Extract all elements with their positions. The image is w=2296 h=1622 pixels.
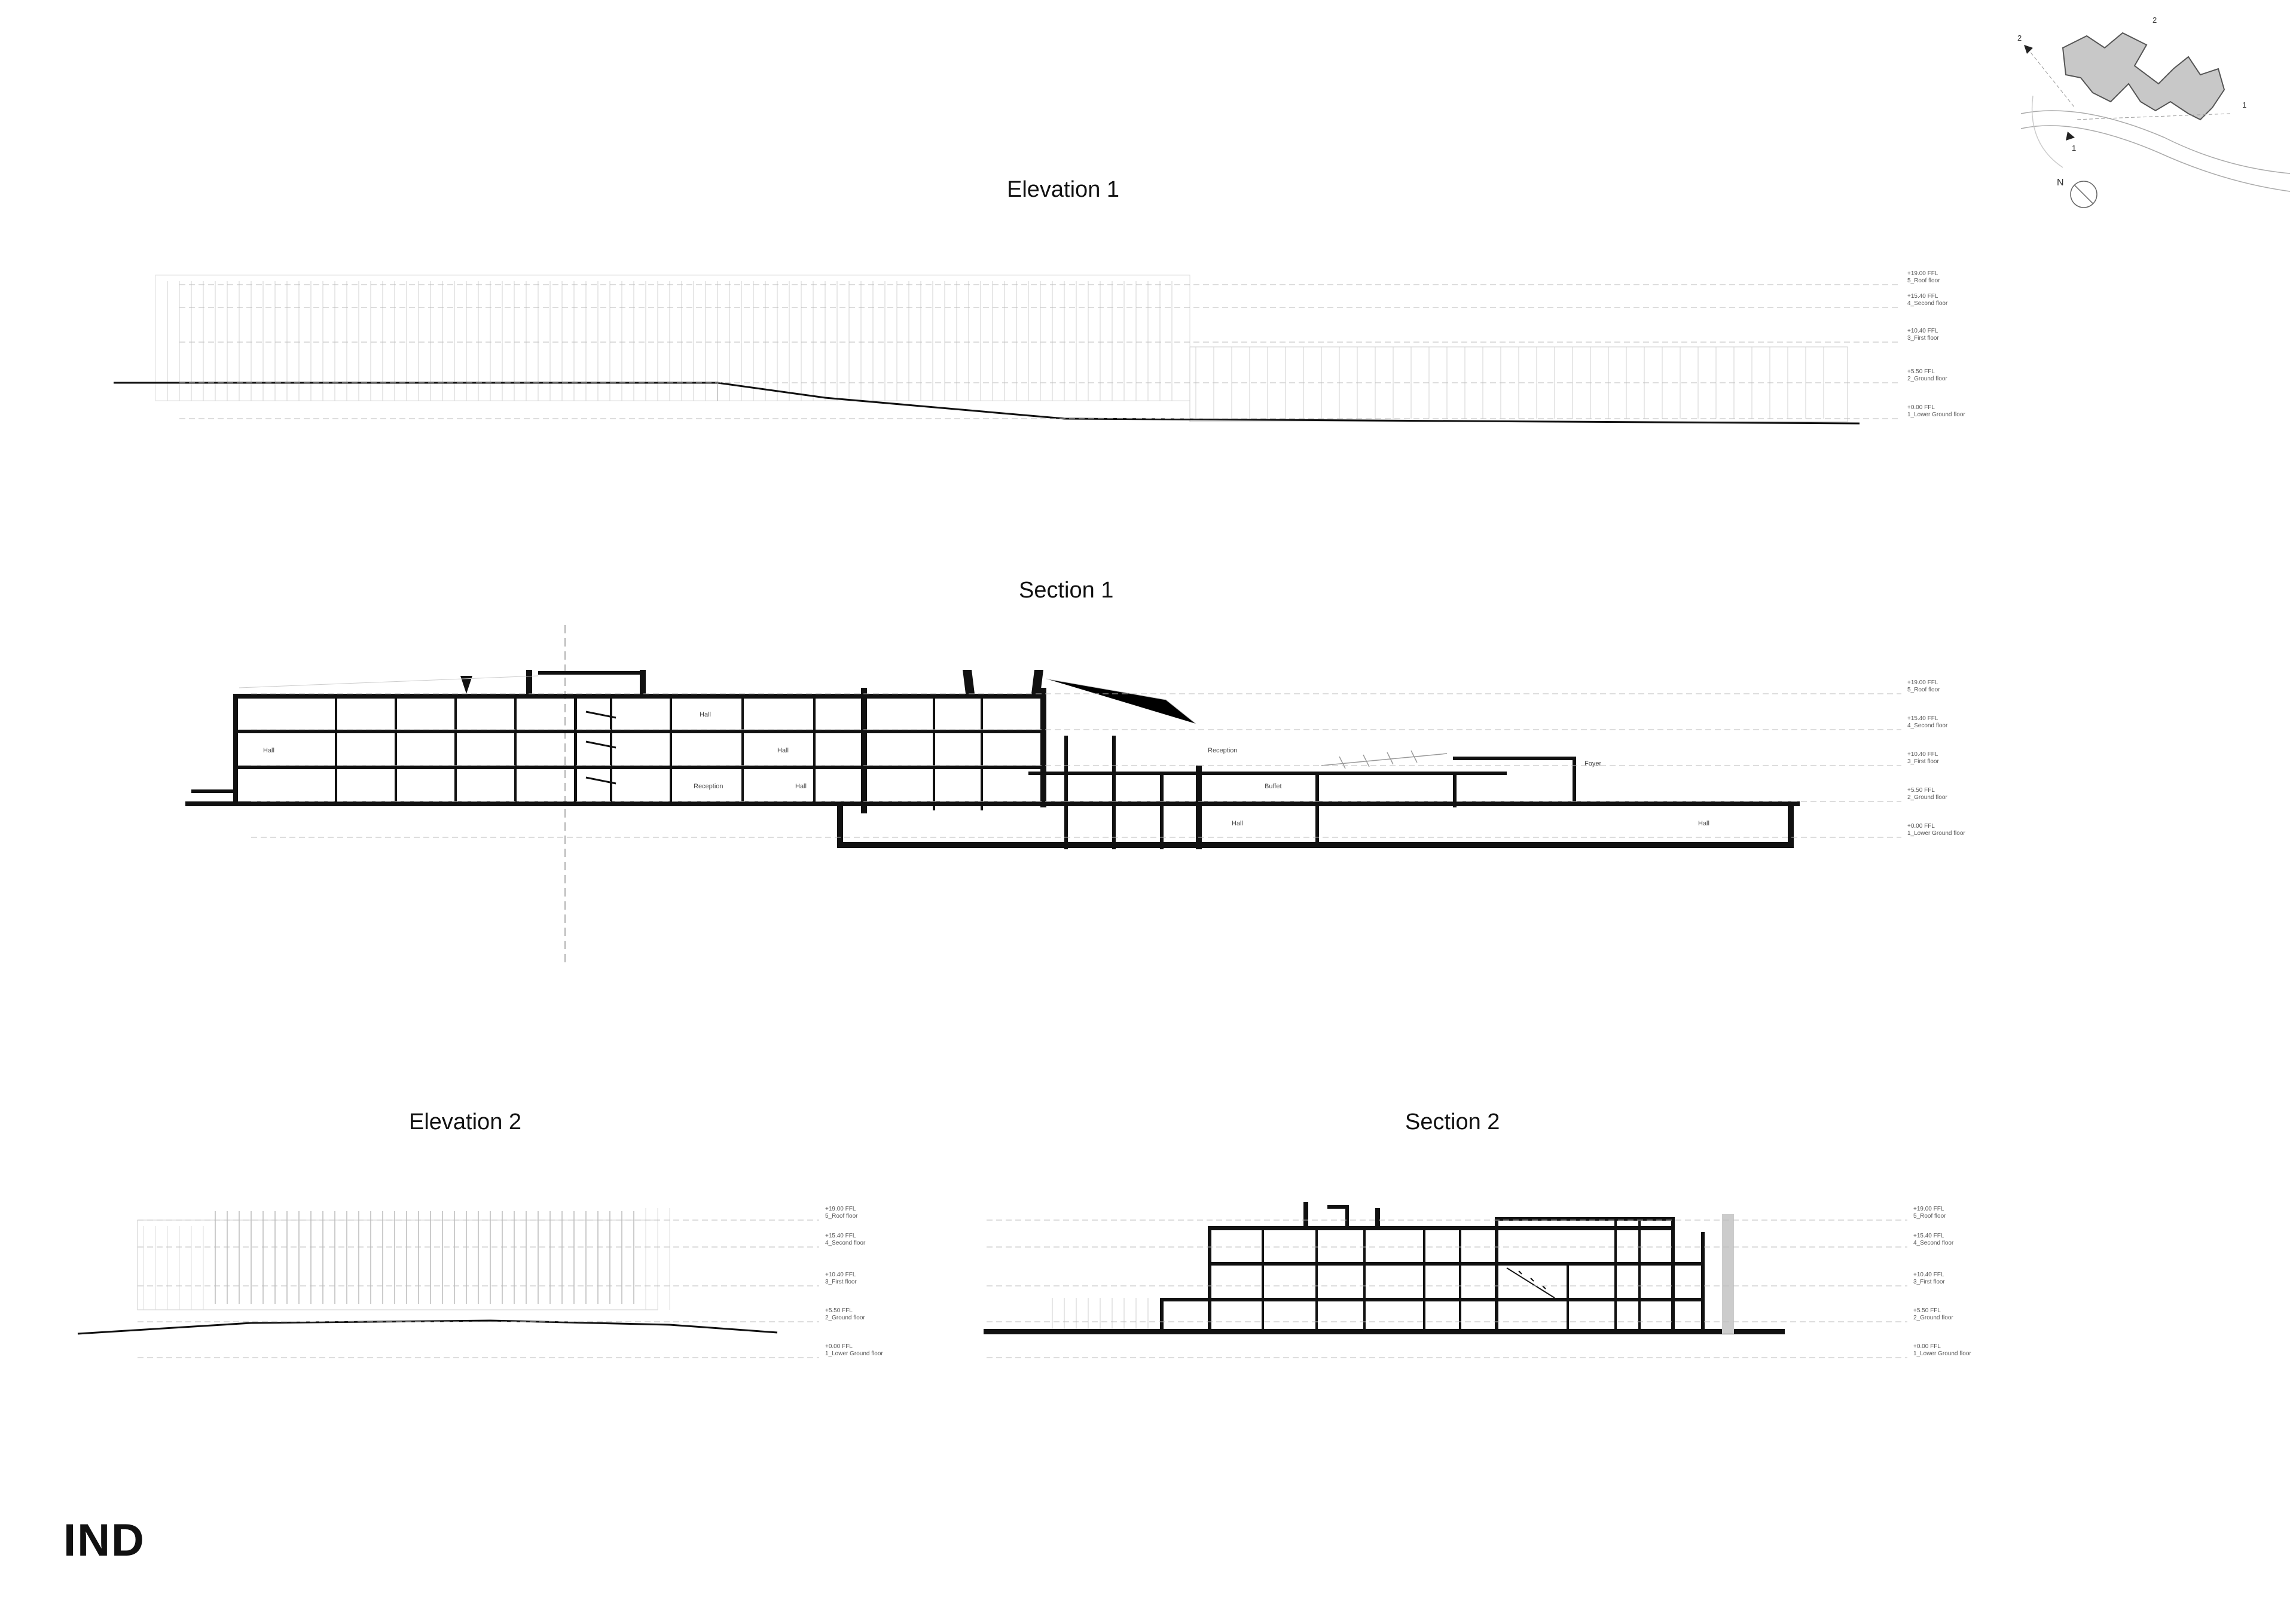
section-2-drawing xyxy=(984,1202,1785,1334)
room-label: Reception xyxy=(694,783,723,790)
section-1-title: Section 1 xyxy=(1019,578,1114,603)
elevation-2-title: Elevation 2 xyxy=(409,1109,522,1135)
room-label: Hall xyxy=(1232,820,1243,827)
room-label: Buffet xyxy=(1265,783,1282,790)
key-plan: N 2 1 1 2 xyxy=(2017,16,2291,208)
svg-text:1: 1 xyxy=(2242,100,2246,109)
north-arrow xyxy=(2070,181,2097,208)
svg-text:1: 1 xyxy=(2072,144,2076,153)
room-label: Hall xyxy=(700,711,711,718)
north-label: N xyxy=(2057,178,2064,188)
room-label: Hall xyxy=(795,783,807,790)
building-footprint xyxy=(2062,32,2225,121)
elevation-1-title: Elevation 1 xyxy=(1007,177,1120,202)
svg-text:2: 2 xyxy=(2017,33,2022,42)
room-label: Hall xyxy=(1698,820,1709,827)
room-label: Hall xyxy=(777,747,789,754)
room-label: Reception xyxy=(1208,747,1238,754)
room-label: Foyer xyxy=(1584,760,1601,767)
room-label: Hall xyxy=(263,747,274,754)
brand-logo: IND xyxy=(63,1515,145,1566)
section-1-drawing: Hall Hall Reception Hall Hall Reception … xyxy=(185,625,1800,963)
section-2-title: Section 2 xyxy=(1405,1109,1500,1135)
svg-text:2: 2 xyxy=(2152,16,2157,25)
